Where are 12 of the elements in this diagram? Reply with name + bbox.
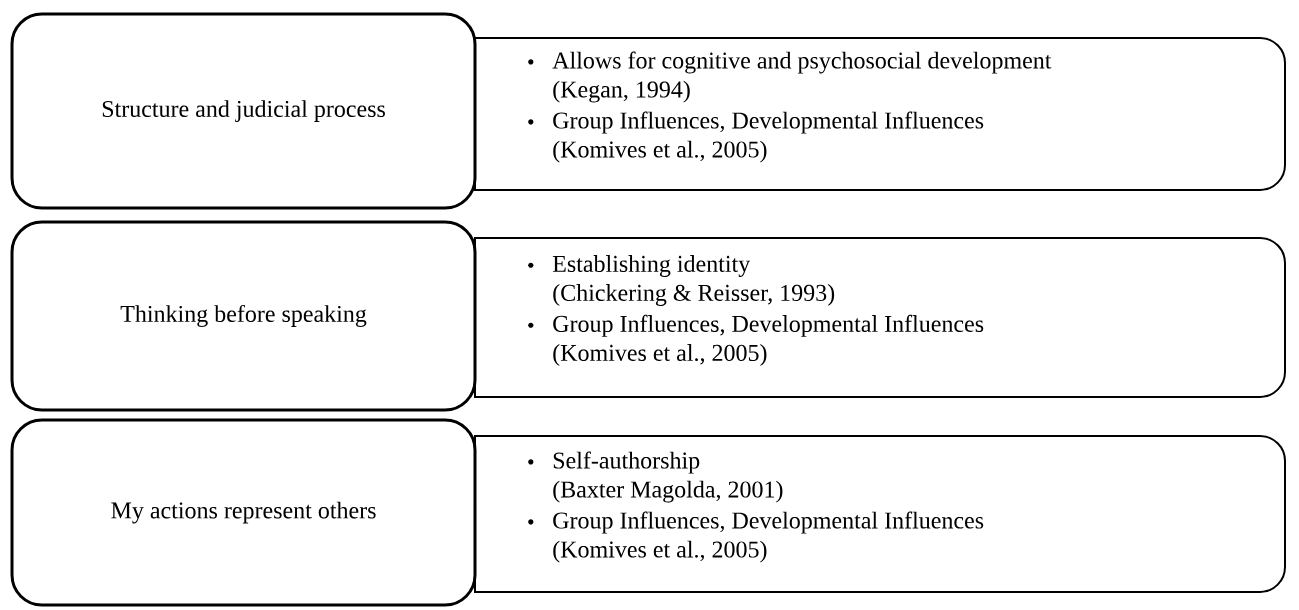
list-box bbox=[474, 37, 1286, 191]
bullet-text: Establishing identity (Chickering & Reisser, 1993) bbox=[552, 255, 835, 306]
label-box: Structure and judicial process bbox=[10, 12, 477, 210]
list-box bbox=[474, 435, 1286, 593]
list-box bbox=[474, 237, 1286, 398]
bullet-text: Group Influences, Developmental Influences (Komives et al., 2005) bbox=[553, 314, 984, 366]
bullet-text: Allows for cognitive and psychosocial development (Kegan, 1994) bbox=[552, 51, 1052, 103]
bullet-text: Group Influences, Developmental Influences (Komives et al., 2005) bbox=[553, 511, 984, 563]
label-box: My actions represent others bbox=[10, 418, 477, 607]
label-box: Thinking before speaking bbox=[10, 220, 477, 412]
bullet-text: Self-authorship (Baxter Magolda, 2001) bbox=[553, 451, 783, 503]
bullet-text: Group Influences, Developmental Influences (Komives et al., 2005) bbox=[553, 111, 984, 163]
